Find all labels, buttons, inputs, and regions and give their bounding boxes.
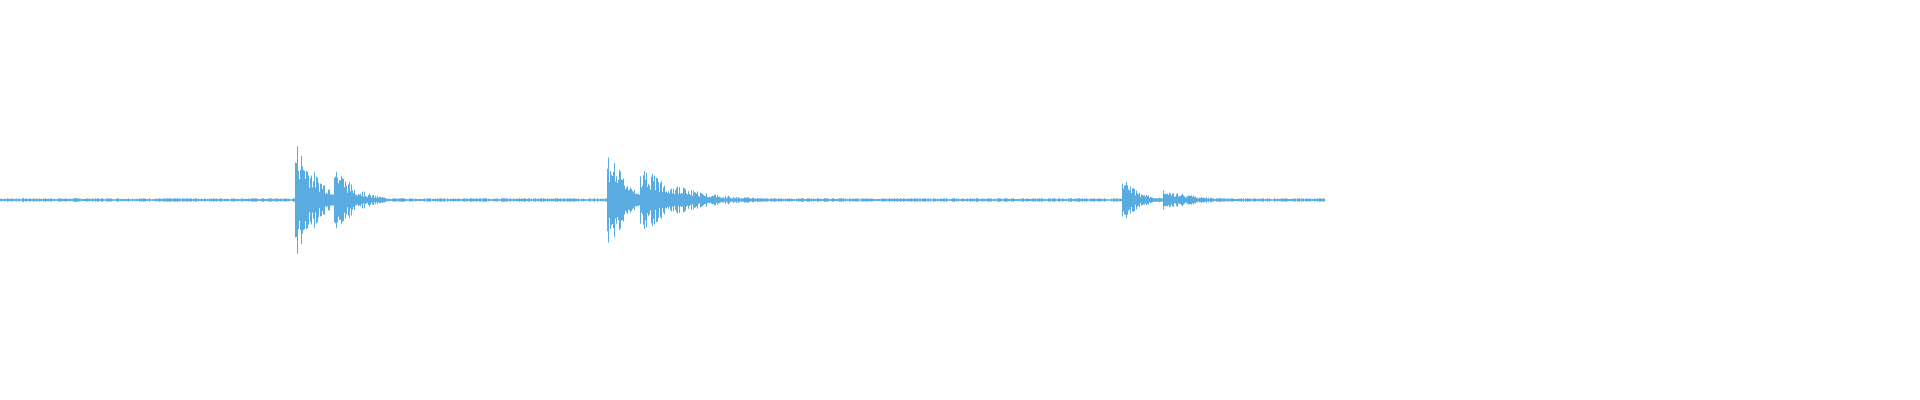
waveform-samples xyxy=(0,146,1325,254)
